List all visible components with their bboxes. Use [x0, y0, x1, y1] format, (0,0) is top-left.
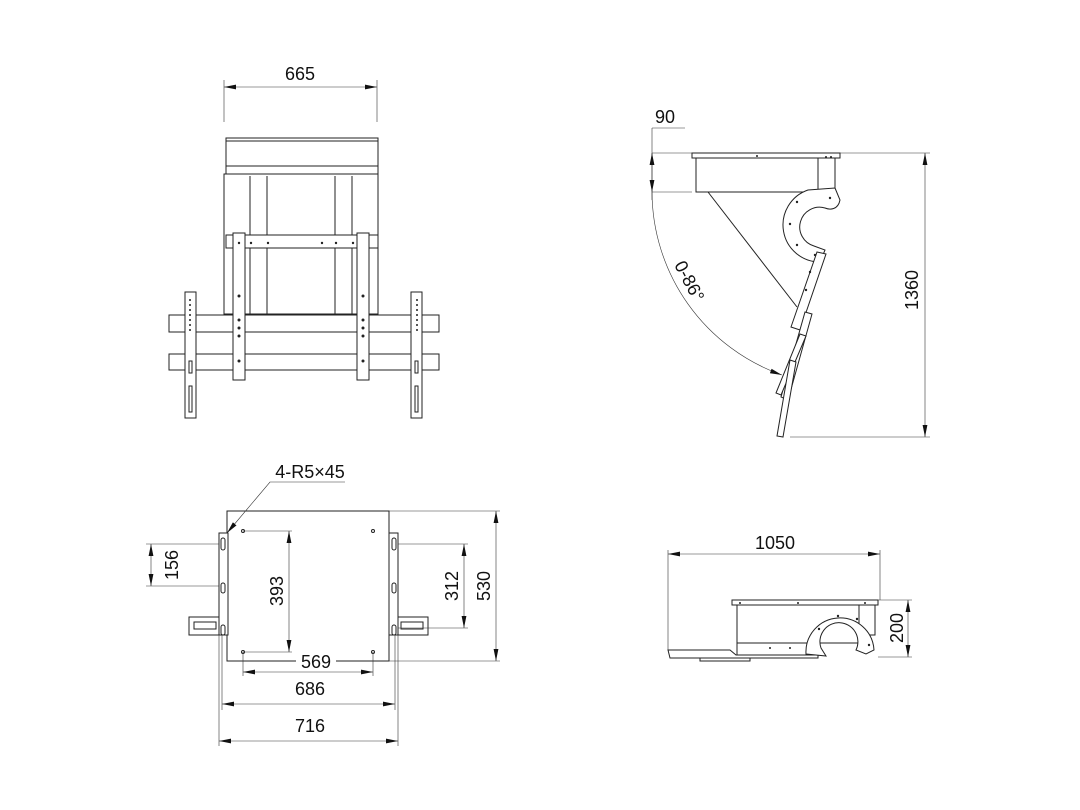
- display-bracket: [776, 359, 797, 438]
- wall-box: [695, 157, 819, 193]
- inner-strap-left: [232, 232, 246, 381]
- folded-hinge-arc: [805, 617, 875, 657]
- outer-strap-right: [410, 291, 423, 419]
- overall-width-label: 716: [295, 716, 325, 736]
- slot-spacing-label: 312: [442, 571, 462, 601]
- side-height-label: 1360: [902, 270, 922, 310]
- lower-rail: [168, 353, 440, 371]
- crossbar: [225, 234, 379, 249]
- support-arm: [707, 191, 798, 308]
- tilt-range-label: 0-86°: [670, 257, 708, 305]
- hole-horizontal-spacing-label: 569: [301, 652, 331, 672]
- folded-view: 1050 200: [667, 533, 912, 662]
- upper-rail: [168, 314, 440, 333]
- side-flange-right: [388, 532, 399, 636]
- hinge-arc: [782, 187, 841, 263]
- folded-height-label: 200: [887, 613, 907, 643]
- inner-strap-right: [356, 232, 370, 381]
- callout-leader: [226, 481, 345, 534]
- front-width-label: 665: [285, 64, 315, 84]
- hole-vertical-spacing-label: 393: [267, 576, 287, 606]
- folded-box: [736, 604, 860, 644]
- inner-width-label: 686: [295, 679, 325, 699]
- offset-label: 90: [655, 107, 675, 127]
- side-slot-spacing-label: 156: [162, 550, 182, 580]
- depth-label: 530: [474, 571, 494, 601]
- outer-strap-left: [184, 291, 197, 419]
- front-view: 665: [168, 64, 440, 419]
- side-view: 90 1360 0-86°: [649, 107, 930, 438]
- hole-callout-label: 4-R5×45: [275, 462, 345, 482]
- top-housing: [225, 137, 379, 175]
- back-plate: [226, 510, 390, 662]
- tilt-arc: [651, 191, 783, 376]
- folded-length-label: 1050: [755, 533, 795, 553]
- plan-view: 4-R5×45 156 393 312 530 569 686 716: [146, 462, 500, 746]
- side-flange-left: [218, 532, 229, 636]
